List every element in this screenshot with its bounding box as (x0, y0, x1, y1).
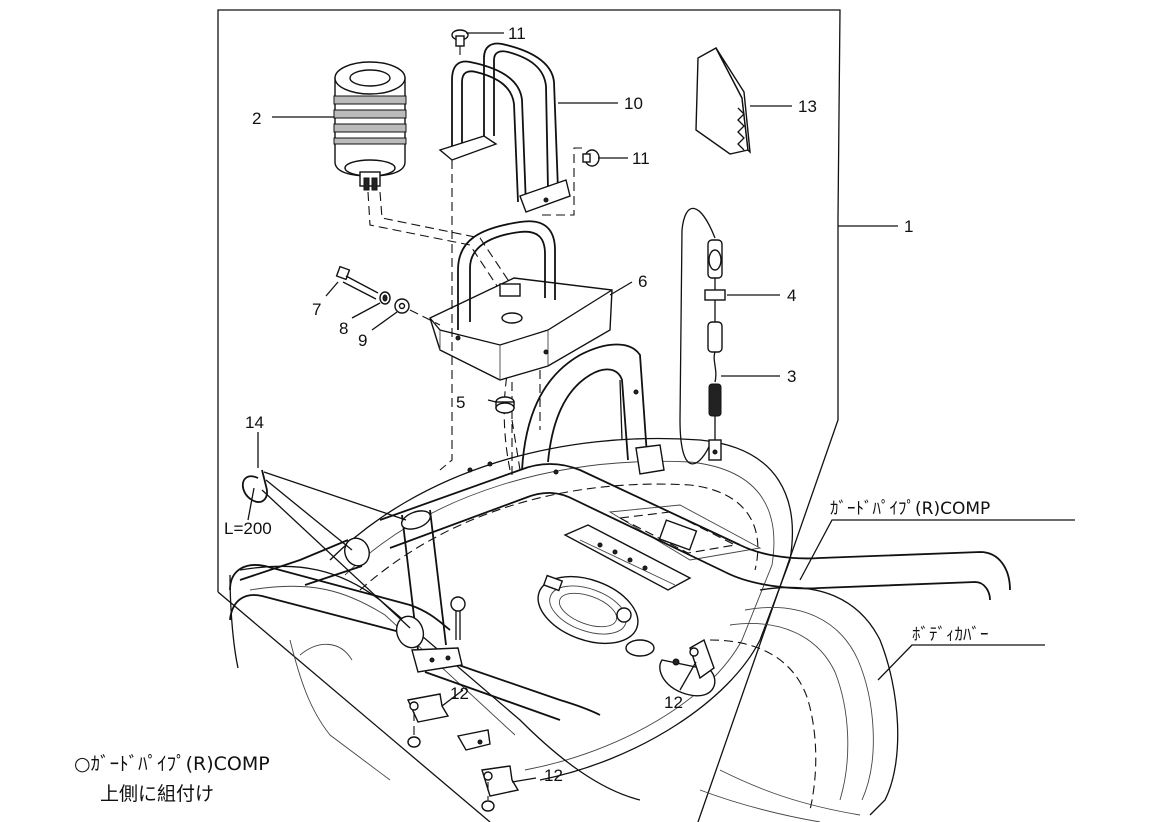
callout-12b: 12 (664, 693, 683, 712)
guard-pipe-label: ｶﾞｰﾄﾞﾊﾟｲﾌﾟ(R)COMP (830, 499, 990, 519)
callout-5: 5 (456, 393, 465, 412)
callout-6: 6 (638, 272, 647, 291)
body-cover-label: ﾎﾞﾃﾞｨｶﾊﾞｰ (912, 625, 989, 645)
wire-harness (679, 207, 726, 465)
callout-14: 14 (245, 413, 264, 432)
fasteners (335, 29, 715, 812)
callout-3: 3 (787, 367, 796, 386)
assembly-note-line2: 上側に組付け (100, 783, 214, 805)
cable-tie (242, 469, 411, 629)
callout-8: 8 (339, 319, 348, 338)
length-label: L=200 (224, 519, 272, 538)
callout-10: 10 (624, 94, 643, 113)
callout-7: 7 (312, 300, 321, 319)
callout-2: 2 (252, 109, 261, 128)
mount-bracket (429, 220, 613, 480)
callout-12c: 12 (544, 766, 563, 785)
callout-11b: 11 (632, 149, 650, 168)
beacon-lamp (333, 61, 517, 299)
callout-13: 13 (798, 97, 817, 116)
callout-9: 9 (358, 331, 367, 350)
callout-numbers: 1 2 3 4 5 6 7 8 9 10 11 11 12 12 12 13 1… (245, 24, 913, 785)
callout-1: 1 (904, 217, 913, 236)
callout-11a: 11 (508, 24, 526, 43)
callout-4: 4 (787, 286, 796, 305)
text-labels: ｶﾞｰﾄﾞﾊﾟｲﾌﾟ(R)COMP ﾎﾞﾃﾞｨｶﾊﾞｰ L=200 ○ｶﾞｰﾄﾞ… (74, 499, 990, 805)
assembly-note-line1: ○ｶﾞｰﾄﾞﾊﾟｲﾌﾟ(R)COMP (74, 753, 270, 775)
kit-outline (217, 9, 841, 822)
leader-lines (257, 32, 1045, 783)
guard-pipe (229, 329, 1075, 721)
callout-12a: 12 (450, 684, 469, 703)
handle-frame (438, 42, 571, 471)
manual-book (695, 47, 751, 155)
